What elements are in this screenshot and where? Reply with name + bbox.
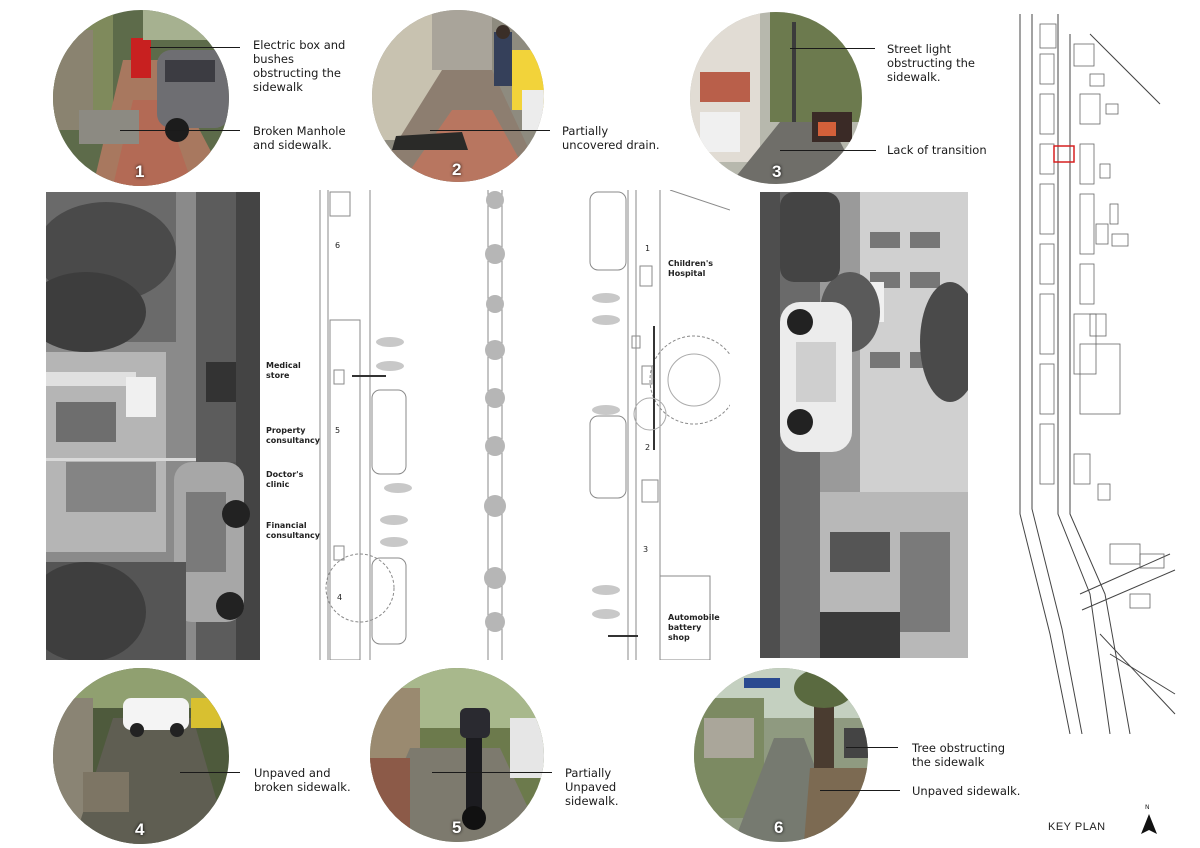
plan-marker: 5 — [335, 426, 341, 435]
annotation-6b: Unpaved sidewalk. — [912, 784, 1021, 798]
leader-line — [780, 150, 876, 151]
photo-circle-2: 2 — [372, 10, 544, 182]
annotation-6a: Tree obstructing the sidewalk — [912, 741, 1006, 769]
annotation-3b: Lack of transition — [887, 143, 987, 157]
annotation-4: Unpaved and broken sidewalk. — [254, 766, 351, 794]
street-photo-right — [760, 192, 968, 658]
leader-line — [120, 130, 240, 131]
circle-number: 1 — [135, 162, 145, 181]
annotation-1a: Electric box and bushes obstructing the … — [253, 38, 346, 94]
label-battery-shop: Automobile battery shop — [668, 613, 720, 642]
label-childrens-hospital: Children's Hospital — [668, 259, 714, 278]
street-plan-drawing — [319, 190, 730, 660]
plan-marker: 2 — [645, 443, 651, 452]
label-doctors-clinic: Doctor's clinic — [266, 470, 304, 489]
photo-circle-1: 1 — [53, 10, 229, 186]
key-plan-map — [1019, 14, 1176, 734]
annotation-5: Partially Unpaved sidewalk. — [565, 766, 619, 808]
leader-line — [790, 48, 875, 49]
leader-line — [846, 747, 898, 748]
leader-line — [430, 130, 550, 131]
label-medical-store: Medical store — [266, 361, 301, 380]
circle-number: 5 — [452, 818, 462, 837]
circle-number: 3 — [772, 162, 782, 181]
north-arrow-icon — [1141, 814, 1157, 834]
key-plan-title: KEY PLAN — [1048, 821, 1106, 833]
label-financial-consultancy: Financial consultancy — [266, 521, 321, 540]
photo-circle-4: 4 — [53, 668, 229, 844]
circle-number: 4 — [135, 820, 145, 839]
label-property-consultancy: Property consultancy — [266, 426, 321, 445]
circle-number: 2 — [452, 160, 462, 179]
plan-marker: 6 — [335, 241, 341, 250]
leader-line — [820, 790, 900, 791]
annotation-3a: Street light obstructing the sidewalk. — [887, 42, 975, 84]
plan-marker: 4 — [337, 593, 343, 602]
annotation-1b: Broken Manhole and sidewalk. — [253, 124, 346, 152]
plan-marker: 3 — [643, 545, 649, 554]
circle-number: 6 — [774, 818, 784, 837]
leader-line — [150, 47, 240, 48]
north-label: N — [1145, 804, 1150, 811]
photo-circle-6: 6 — [694, 668, 868, 842]
leader-line — [432, 772, 552, 773]
leader-line — [180, 772, 240, 773]
street-photo-left — [46, 192, 260, 660]
plan-marker: 1 — [645, 244, 651, 253]
photo-circle-5: 5 — [370, 668, 544, 842]
annotation-2: Partially uncovered drain. — [562, 124, 660, 152]
photo-circle-3: 3 — [690, 12, 862, 184]
